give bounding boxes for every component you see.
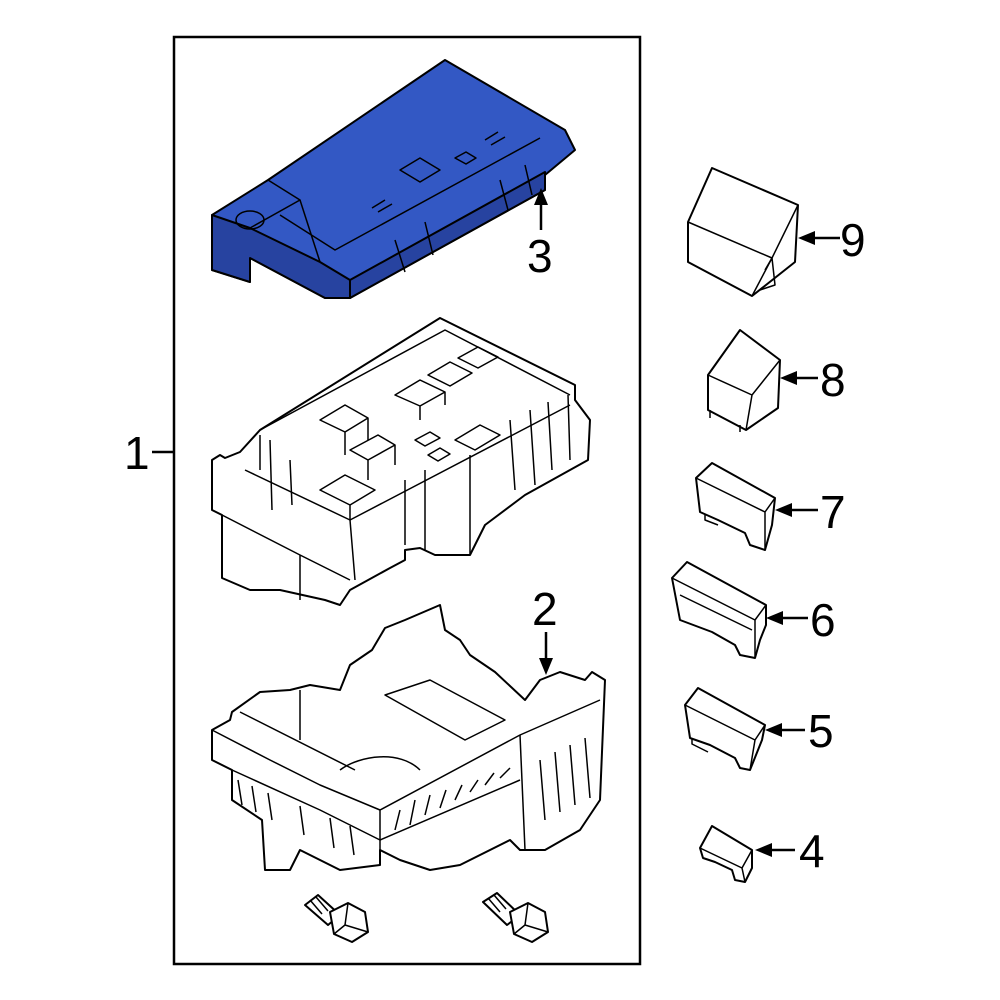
callout-1: 1 <box>124 427 150 479</box>
fuse-5[interactable] <box>684 687 766 771</box>
callout-8: 8 <box>820 354 846 406</box>
callout-9: 9 <box>840 214 866 266</box>
callout-5: 5 <box>808 705 834 757</box>
fuse-7[interactable] <box>695 462 776 551</box>
relay-small[interactable] <box>707 329 781 432</box>
callout-4: 4 <box>799 825 825 877</box>
fuse-6[interactable] <box>671 561 767 659</box>
bolt-left[interactable] <box>304 894 369 943</box>
callout-2: 2 <box>532 583 558 635</box>
leader-6 <box>766 611 808 625</box>
bolt-right[interactable] <box>482 892 549 943</box>
fuse-box-cover[interactable] <box>211 59 576 299</box>
leader-4 <box>755 843 795 857</box>
fuse-box-housing[interactable] <box>211 317 591 606</box>
assembly-frame <box>172 35 642 966</box>
callout-3: 3 <box>527 230 553 282</box>
relay-large[interactable] <box>687 167 799 297</box>
leader-5 <box>765 723 805 737</box>
leader-9 <box>798 231 840 245</box>
leader-7 <box>775 503 818 517</box>
callout-7: 7 <box>820 486 846 538</box>
leader-8 <box>780 371 818 385</box>
leader-3 <box>534 188 548 230</box>
leader-2 <box>539 632 553 675</box>
callout-6: 6 <box>810 594 836 646</box>
fuse-4[interactable] <box>699 825 753 883</box>
fuse-box-lower-tray[interactable] <box>211 604 606 871</box>
